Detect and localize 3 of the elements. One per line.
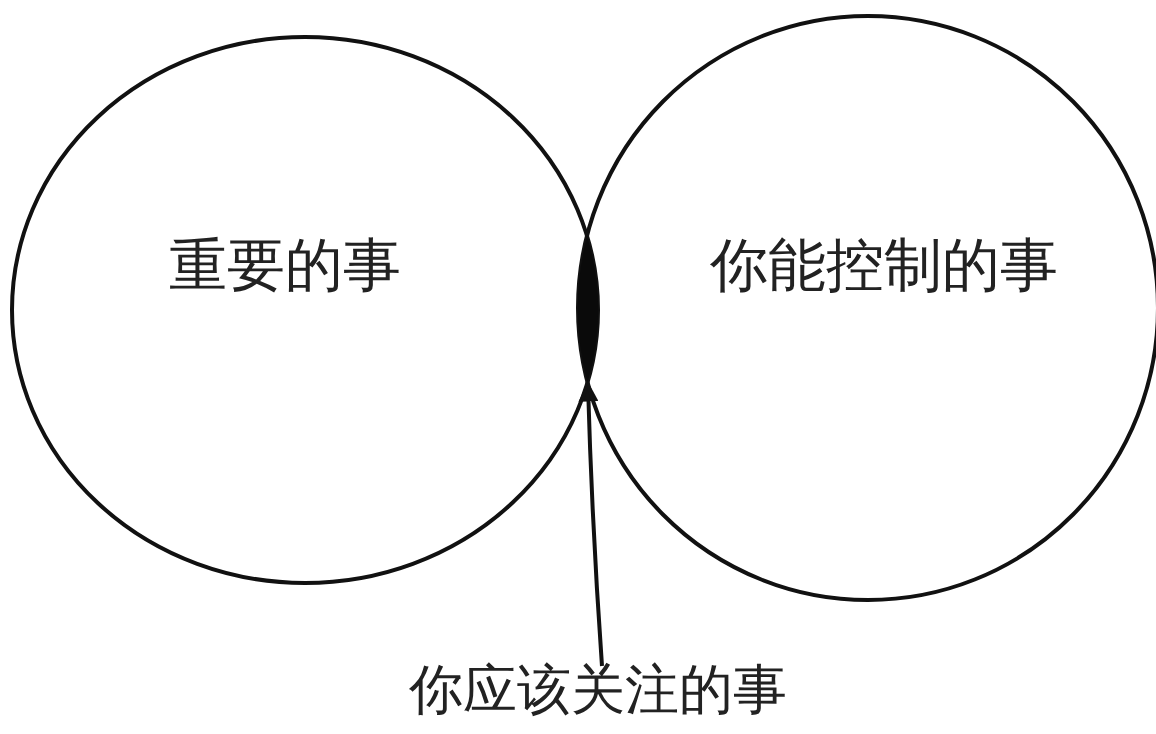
circle-label: 你能控制的事 [710,236,1058,294]
pointer-label: 你应该关注的事 [409,663,787,717]
circle-label: 重要的事 [169,236,401,294]
